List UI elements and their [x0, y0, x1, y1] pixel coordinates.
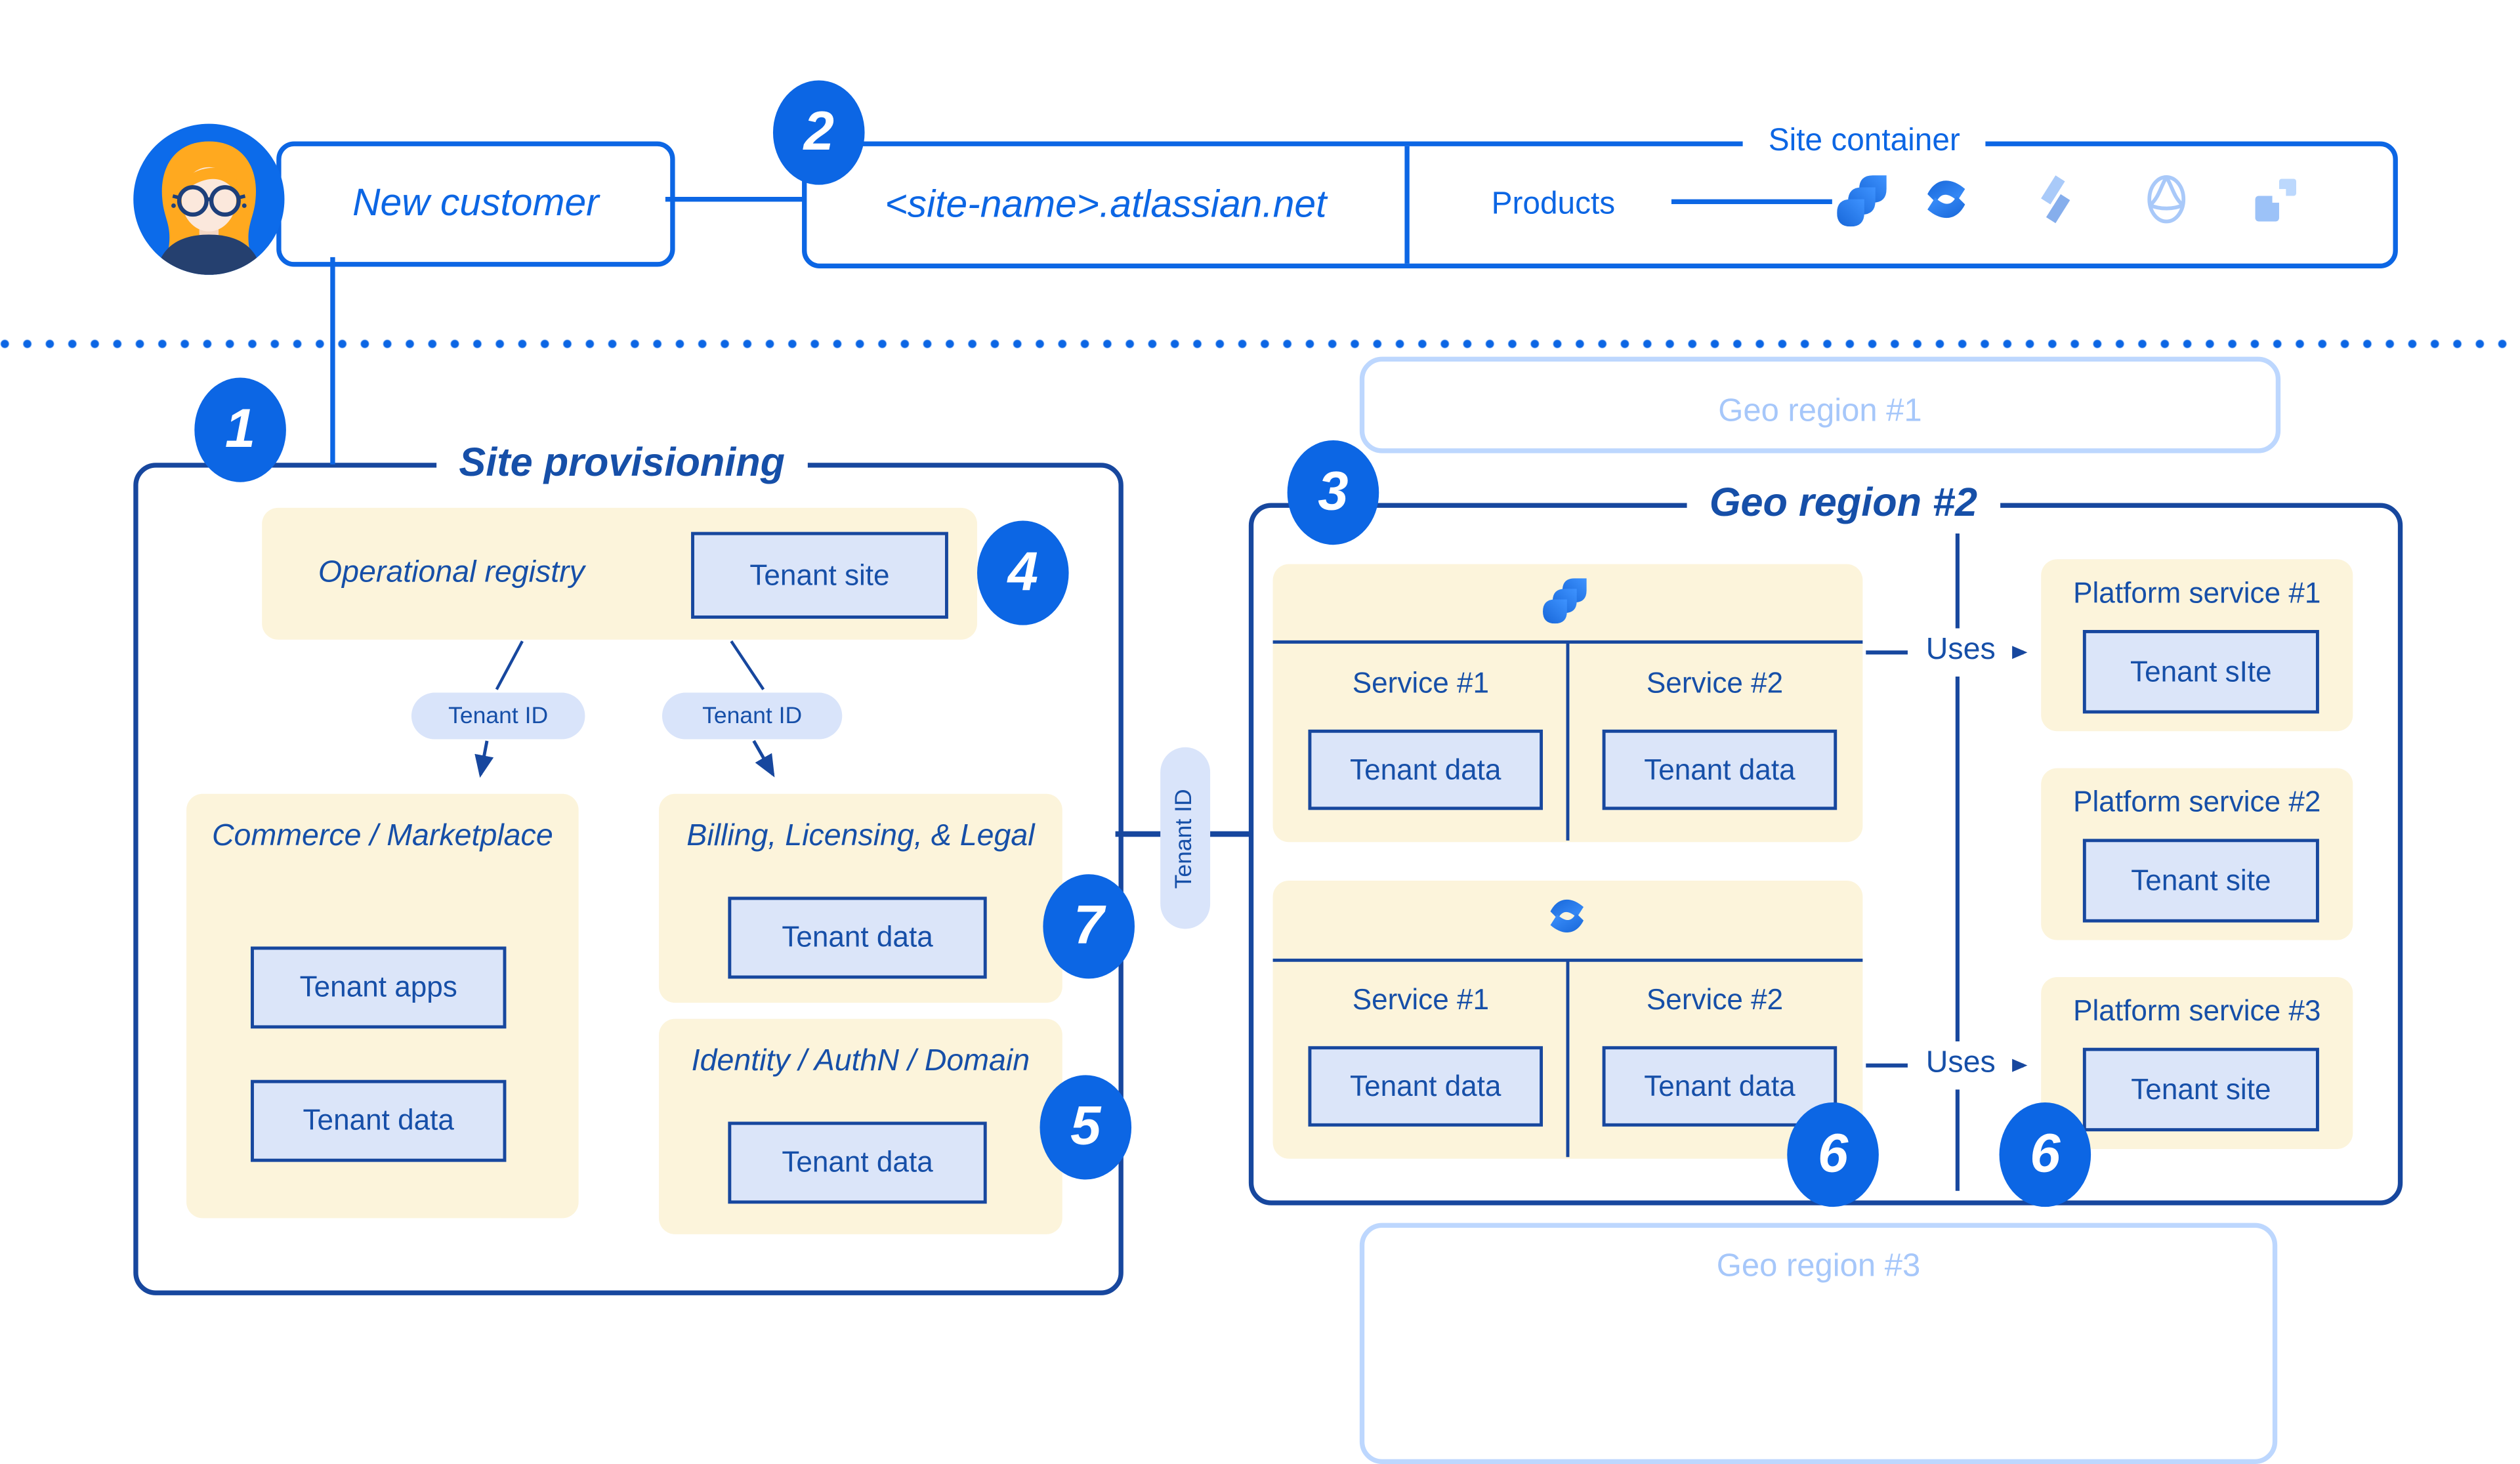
platform-service-3-title: Platform service #3	[2073, 994, 2321, 1027]
new-customer-label: New customer	[352, 181, 599, 225]
site-container-title: Site container	[1742, 123, 1986, 160]
commerce-marketplace-box: Commerce / Marketplace Tenant apps Tenan…	[186, 793, 579, 1219]
step-badge-3-number: 3	[1318, 461, 1349, 522]
platform-service-3-tenant-label: Tenant site	[2131, 1072, 2271, 1105]
step-badge-6-right: 6	[1999, 1102, 2091, 1207]
step-badge-4: 4	[976, 520, 1069, 625]
identity-tenant-data-label: Tenant data	[782, 1146, 933, 1179]
platform-service-3-box: Platform service #3 Tenant site	[2041, 976, 2353, 1150]
confluence-service-1-label: Service #1	[1352, 983, 1490, 1016]
platform-service-3-tenant-box: Tenant site	[2082, 1047, 2319, 1132]
dotted-separator-line	[0, 339, 2520, 349]
confluence-services-cluster: Service #1 Service #2 Tenant data Tenant…	[1272, 881, 1863, 1159]
step-badge-4-number: 4	[1007, 541, 1038, 603]
site-name-label: <site-name>.atlassian.net	[885, 182, 1327, 226]
geo-region-1-box: Geo region #1	[1359, 356, 2281, 453]
products-dash-line	[1671, 199, 1832, 205]
jira-service-1-tenant-data-box: Tenant data	[1308, 729, 1544, 810]
site-name-cell: <site-name>.atlassian.net	[807, 146, 1404, 264]
jira-service-2-label: Service #2	[1646, 667, 1784, 700]
billing-licensing-legal-title: Billing, Licensing, & Legal	[686, 819, 1035, 854]
site-container-box: <site-name>.atlassian.net Products	[802, 141, 2398, 268]
step-badge-1: 1	[194, 377, 286, 482]
jira-services-cluster: Service #1 Service #2 Tenant data Tenant…	[1272, 564, 1863, 843]
new-customer-box: New customer	[276, 141, 675, 267]
step-badge-1-number: 1	[224, 398, 256, 460]
commerce-tenant-data-box: Tenant data	[251, 1079, 507, 1162]
jira-service-1-label: Service #1	[1352, 667, 1490, 700]
identity-authn-domain-title: Identity / AuthN / Domain	[691, 1044, 1030, 1079]
step-badge-3: 3	[1287, 440, 1379, 545]
step-badge-2-number: 2	[803, 101, 834, 163]
avatar-illustration	[133, 123, 285, 275]
jira-service-2-tenant-data-label: Tenant data	[1644, 753, 1796, 785]
billing-tenant-data-box: Tenant data	[728, 896, 987, 979]
step-badge-6-right-number: 6	[2030, 1123, 2061, 1184]
site-container-divider	[1404, 146, 1410, 264]
tenant-id-vertical-pill: Tenant ID	[1160, 747, 1211, 929]
identity-tenant-data-box: Tenant data	[728, 1121, 987, 1204]
tenant-apps-label: Tenant apps	[299, 971, 457, 1003]
geo-region-2-title: Geo region #2	[1687, 477, 2000, 529]
billing-tenant-data-label: Tenant data	[782, 921, 933, 953]
jira-service-2-tenant-data-box: Tenant data	[1602, 729, 1838, 810]
geo-region-1-title: Geo region #1	[1718, 392, 1922, 429]
sphere-icon	[2139, 172, 2194, 226]
operational-registry-title: Operational registry	[318, 556, 585, 590]
commerce-marketplace-title: Commerce / Marketplace	[211, 819, 553, 854]
confluence-icon	[1543, 892, 1591, 940]
step-badge-6-left-number: 6	[1817, 1123, 1849, 1184]
billing-licensing-legal-box: Billing, Licensing, & Legal Tenant data	[659, 793, 1062, 1003]
new-customer-avatar	[132, 122, 286, 276]
operational-registry-box: Operational registry Tenant site	[262, 507, 977, 640]
step-badge-5: 5	[1040, 1075, 1132, 1180]
step-badge-7: 7	[1043, 874, 1135, 979]
confluence-service-2-label: Service #2	[1646, 983, 1784, 1016]
uses-label-top: Uses	[1909, 633, 2013, 669]
identity-authn-domain-box: Identity / AuthN / Domain Tenant data	[659, 1018, 1062, 1234]
confluence-icon	[1919, 172, 1973, 226]
tenant-id-pill-right-label: Tenant ID	[702, 703, 803, 729]
confluence-service-2-tenant-data-box: Tenant data	[1602, 1046, 1838, 1127]
pixel-squares-icon	[2248, 172, 2303, 226]
confluence-service-1-tenant-data-box: Tenant data	[1308, 1046, 1544, 1127]
platform-service-1-tenant-box: Tenant sIte	[2082, 630, 2319, 714]
platform-service-2-tenant-box: Tenant site	[2082, 839, 2319, 923]
step-badge-2: 2	[772, 80, 865, 185]
tenant-apps-box: Tenant apps	[251, 946, 507, 1029]
platform-service-2-box: Platform service #2 Tenant site	[2041, 768, 2353, 940]
jira-icon	[1837, 172, 1891, 227]
bolt-icon	[2028, 172, 2083, 226]
tenant-id-vertical-label: Tenant ID	[1172, 788, 1198, 889]
confluence-service-1-tenant-data-label: Tenant data	[1350, 1069, 1502, 1102]
tenant-id-pill-left-label: Tenant ID	[448, 703, 549, 729]
step-badge-5-number: 5	[1070, 1096, 1101, 1158]
geo-region-2-box: Service #1 Service #2 Tenant data Tenant…	[1248, 503, 2403, 1205]
step-badge-6-left: 6	[1787, 1102, 1879, 1207]
tenant-id-pill-left: Tenant ID	[411, 692, 585, 740]
commerce-tenant-data-label: Tenant data	[303, 1104, 454, 1137]
jira-service-1-tenant-data-label: Tenant data	[1350, 753, 1502, 785]
platform-service-2-title: Platform service #2	[2073, 785, 2321, 818]
geo-region-3-box: Geo region #3	[1359, 1223, 2278, 1464]
platform-service-1-tenant-label: Tenant sIte	[2130, 654, 2272, 687]
confluence-service-2-tenant-data-label: Tenant data	[1644, 1069, 1796, 1102]
uses-label-bottom: Uses	[1909, 1046, 2013, 1082]
tenant-id-pill-right: Tenant ID	[662, 692, 843, 740]
tenant-site-box: Tenant site	[691, 532, 948, 619]
tenant-site-label: Tenant site	[749, 558, 890, 591]
jira-icon	[1543, 575, 1591, 624]
products-label: Products	[1491, 186, 1616, 222]
platform-service-1-box: Platform service #1 Tenant sIte	[2041, 559, 2353, 732]
step-badge-7-number: 7	[1073, 895, 1104, 957]
platform-service-1-title: Platform service #1	[2073, 577, 2321, 610]
geo-region-3-title: Geo region #3	[1716, 1248, 1921, 1284]
platform-service-2-tenant-label: Tenant site	[2131, 864, 2271, 896]
site-provisioning-title: Site provisioning	[436, 437, 808, 489]
diagram-canvas: New customer <site-name>.atlassian.net P…	[0, 80, 2520, 1464]
